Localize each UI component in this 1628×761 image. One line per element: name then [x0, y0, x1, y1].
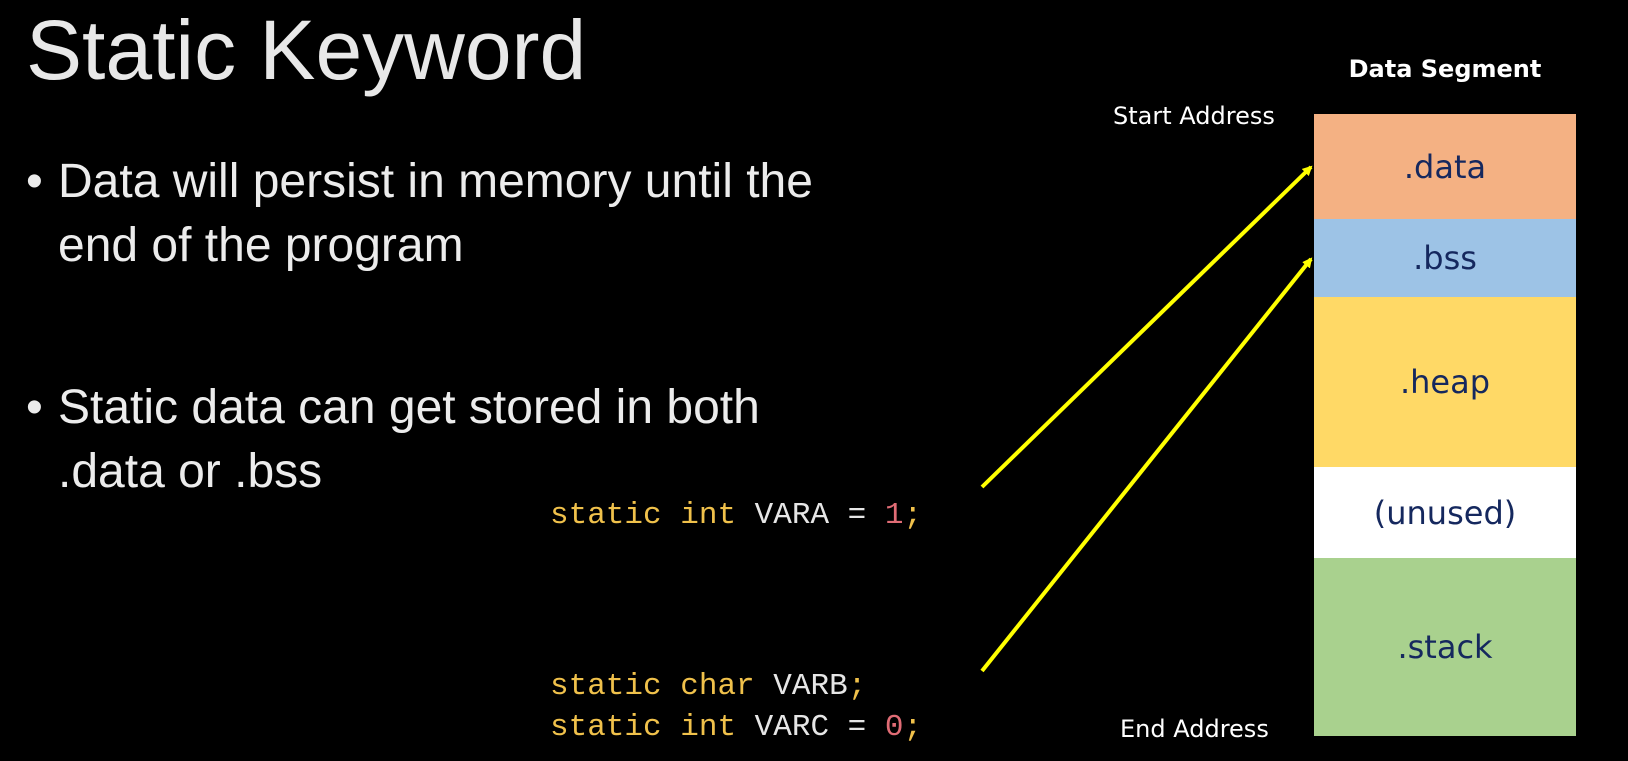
code-type: int: [680, 498, 737, 533]
segment-heap: .heap: [1314, 297, 1576, 467]
code-operator: =: [829, 498, 885, 533]
code-keyword: static: [550, 669, 662, 704]
arrow-vara-to-data: [980, 165, 1313, 489]
code-line-varb: static char VARB;: [550, 667, 866, 707]
memory-segment-stack: .data .bss .heap (unused) .stack: [1314, 114, 1576, 736]
data-segment-title: Data Segment: [1348, 55, 1542, 83]
arrow-varb-to-bss: [980, 257, 1313, 673]
slide-title: Static Keyword: [26, 3, 587, 97]
code-identifier: VARA: [754, 498, 830, 533]
code-identifier: VARC: [754, 710, 830, 745]
start-address-label: Start Address: [1113, 102, 1275, 130]
code-keyword: static: [550, 498, 662, 533]
bullet-dot: •: [26, 155, 43, 208]
code-semicolon: ;: [903, 710, 923, 745]
segment-unused: (unused): [1314, 467, 1576, 558]
code-literal: 0: [884, 710, 904, 745]
code-semicolon: ;: [847, 669, 867, 704]
segment-stack: .stack: [1314, 558, 1576, 736]
segment-bss: .bss: [1314, 219, 1576, 297]
segment-data: .data: [1314, 114, 1576, 219]
end-address-label: End Address: [1120, 715, 1269, 743]
code-keyword: static: [550, 710, 662, 745]
code-operator: =: [829, 710, 885, 745]
code-literal: 1: [884, 498, 904, 533]
bullet-text: Static data can get stored in both .data…: [58, 381, 760, 498]
bullet-persist: • Data will persist in memory until the …: [26, 150, 846, 290]
code-line-varc: static int VARC = 0;: [550, 708, 922, 748]
code-type: int: [680, 710, 737, 745]
code-semicolon: ;: [903, 498, 923, 533]
bullet-dot: •: [26, 381, 43, 434]
code-type: char: [680, 669, 755, 704]
code-line-vara: static int VARA = 1;: [550, 496, 922, 536]
bullet-storage: • Static data can get stored in both .da…: [26, 376, 866, 516]
code-identifier: VARB: [773, 669, 848, 704]
bullet-text: Data will persist in memory until the en…: [58, 155, 813, 272]
